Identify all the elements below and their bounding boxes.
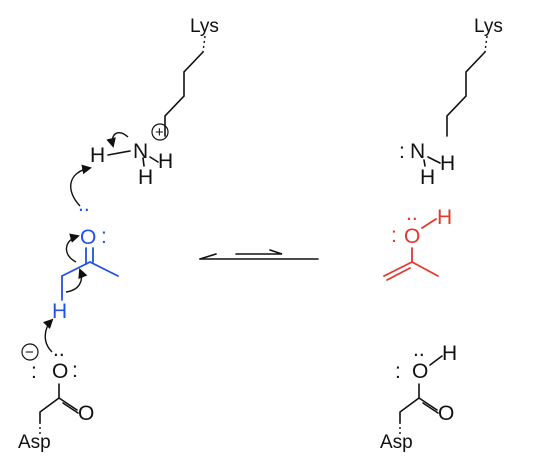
left-nh-h1: H bbox=[90, 144, 105, 167]
right-asp-label: Asp bbox=[380, 432, 413, 453]
ch-bond-curved-arrow bbox=[65, 268, 88, 293]
equilibrium-arrow bbox=[199, 249, 319, 260]
right-lys-attachment bbox=[484, 35, 488, 53]
carboxylate-lone-pair-top: .. bbox=[53, 338, 65, 361]
enol-oxygen: O bbox=[404, 225, 420, 248]
nh-bond-3 bbox=[142, 157, 145, 167]
right-asp-chain bbox=[399, 397, 420, 423]
left-lys-label: Lys bbox=[190, 16, 219, 37]
enol-lone-pair-left: : bbox=[391, 224, 397, 247]
left-lys-attachment bbox=[202, 35, 206, 53]
acid-carbonyl-o: O bbox=[438, 402, 454, 425]
left-lys-chain bbox=[164, 51, 204, 137]
alpha-hydrogen: H bbox=[52, 300, 67, 323]
carboxylate-to-h-arrow bbox=[42, 318, 54, 353]
forward-half-arrow bbox=[235, 249, 283, 255]
carboxylate-lone-pair-right: : bbox=[72, 359, 78, 382]
acid-carbonyl-double-line bbox=[422, 402, 439, 414]
right-nh-bond-1 bbox=[427, 156, 441, 164]
plus-charge-circle bbox=[151, 123, 169, 141]
acid-lone-pair-top: .. bbox=[413, 338, 425, 361]
right-aspartate: .. : O H O Asp bbox=[380, 338, 457, 453]
right-nh-h2: H bbox=[420, 166, 435, 189]
right-amine-lone-pair: : bbox=[399, 140, 405, 163]
acid-lone-pair-left: : bbox=[395, 360, 401, 383]
acid-oxygen: O bbox=[412, 360, 428, 383]
enol-cc-double-line bbox=[386, 267, 411, 281]
blue-lone-pair-side: : bbox=[101, 225, 107, 248]
right-lys-chain bbox=[446, 51, 486, 137]
nh-curved-arrow bbox=[106, 132, 129, 148]
acid-hydrogen: H bbox=[442, 342, 457, 365]
acid-oh-bond bbox=[429, 355, 443, 366]
acetone-backbone bbox=[61, 260, 119, 277]
carboxylate-oxygen: O bbox=[52, 360, 68, 383]
carbonyl-double-line bbox=[62, 402, 79, 414]
minus-charge: − bbox=[25, 344, 34, 361]
left-nh-h3: H bbox=[138, 166, 153, 189]
carboxylate-carbonyl-o: O bbox=[78, 402, 94, 425]
right-lys-nitrogen: N bbox=[410, 140, 425, 163]
minus-charge-circle bbox=[21, 343, 39, 361]
right-lysine: Lys : N H H bbox=[399, 16, 503, 189]
right-lys-label: Lys bbox=[474, 16, 503, 37]
plus-charge: + bbox=[155, 124, 164, 141]
enol-oh-bond bbox=[421, 218, 437, 229]
blue-oxygen: O bbox=[80, 226, 96, 249]
asp-chain bbox=[39, 397, 60, 423]
left-nh-h2: H bbox=[158, 150, 173, 173]
o-to-h-curved-arrow bbox=[70, 164, 92, 207]
enol-lone-pair-top: .. bbox=[406, 202, 418, 225]
pi-bond-curved-arrow bbox=[65, 233, 80, 263]
left-aspartate: − .. : O : O Asp bbox=[18, 338, 94, 453]
blue-lone-pair-top: .. bbox=[78, 193, 90, 216]
nh-bond-1 bbox=[107, 150, 131, 156]
right-nh-h1: H bbox=[440, 152, 455, 175]
left-lysine: Lys N + H H H bbox=[90, 16, 219, 189]
enol-cc-bond bbox=[383, 261, 413, 277]
right-enol: : .. O H bbox=[383, 202, 452, 281]
left-acetone: .. O : H bbox=[52, 193, 119, 323]
carboxylate-lone-pair-left: : bbox=[31, 360, 37, 383]
enol-methyl bbox=[411, 261, 439, 277]
right-nh-bond-2 bbox=[423, 159, 426, 167]
nh-bond-2 bbox=[149, 156, 159, 163]
reverse-half-head bbox=[199, 253, 217, 260]
left-lys-nitrogen: N bbox=[133, 140, 148, 163]
enol-hydrogen: H bbox=[437, 206, 452, 229]
left-asp-label: Asp bbox=[18, 432, 51, 453]
